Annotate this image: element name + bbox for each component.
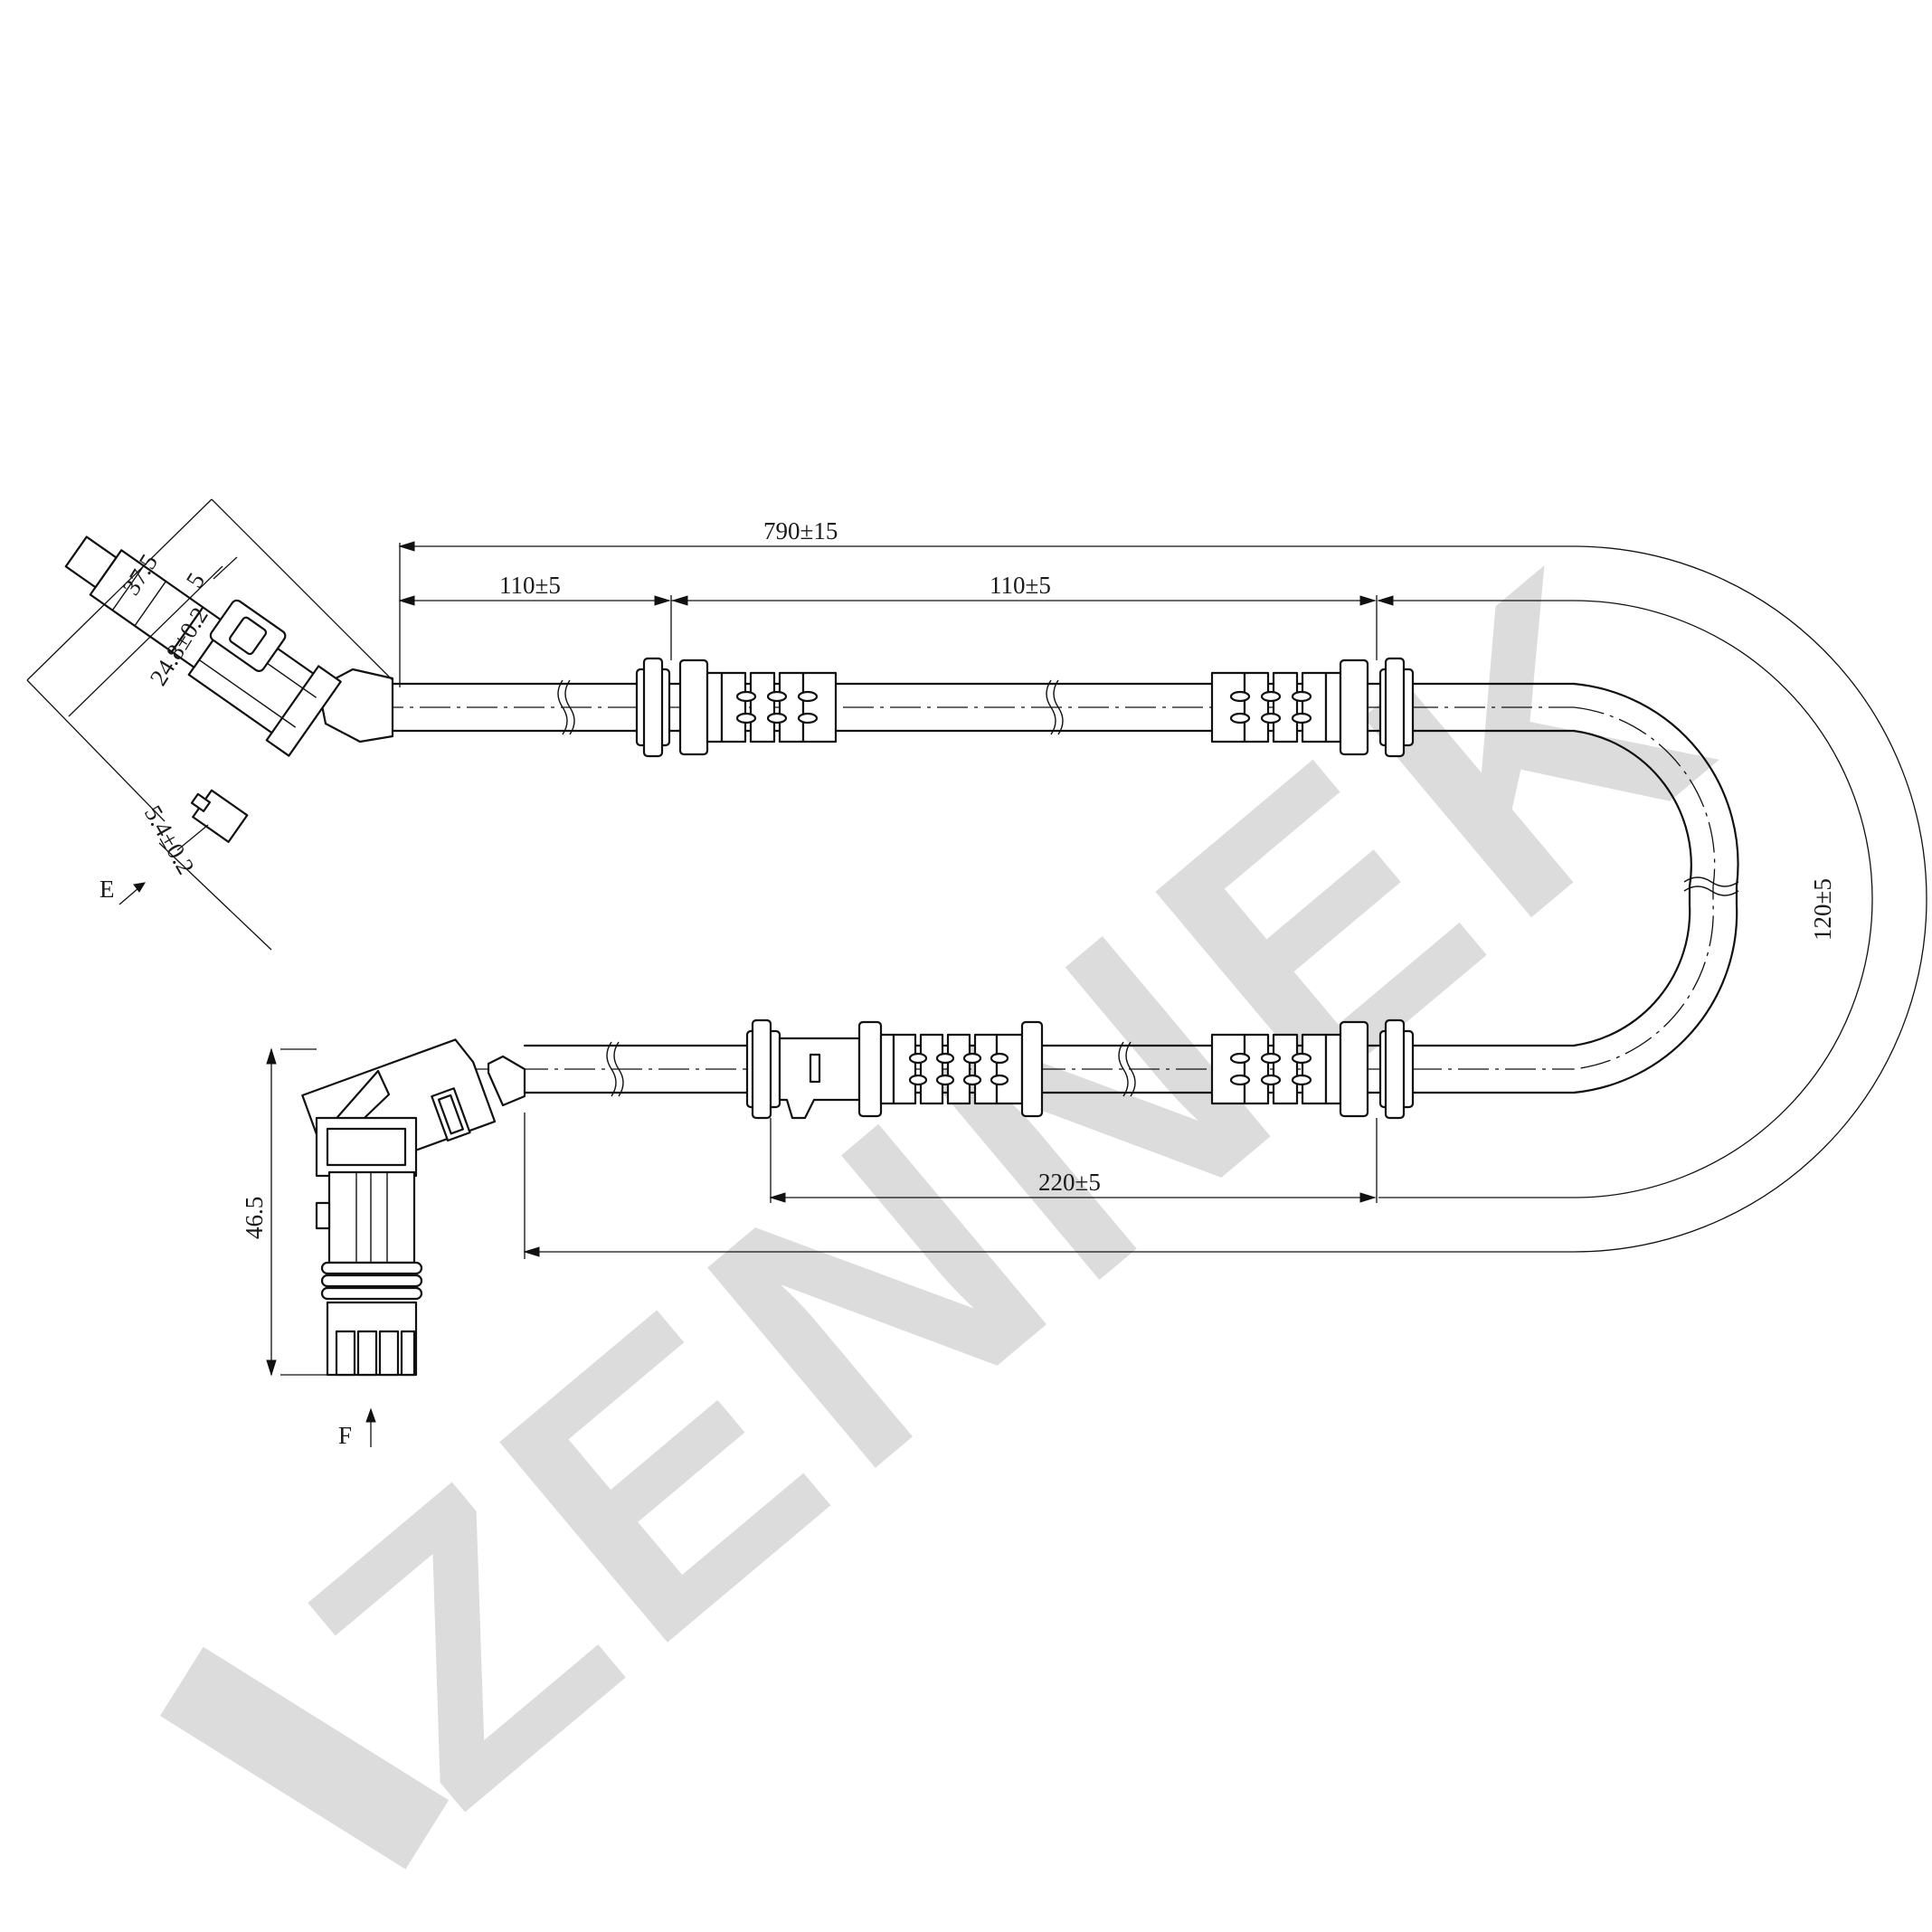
cable-clip-lower-2 <box>1210 1018 1415 1120</box>
dimension-lines <box>398 541 1927 1259</box>
connector <box>266 1038 526 1377</box>
dim-overall-length: 790±15 <box>763 517 838 545</box>
view-f-arrow <box>365 1407 376 1447</box>
view-e-arrow <box>118 882 146 905</box>
cable-upper <box>326 679 1576 735</box>
cable-clip-lower-1 <box>745 1018 1044 1120</box>
cable-clip-upper-2 <box>1210 657 1415 758</box>
view-label-e: E <box>99 876 115 903</box>
view-label-f: F <box>338 1422 352 1449</box>
cable-loop <box>1572 682 1739 1094</box>
dim-sensor-tab: 5 <box>181 568 211 592</box>
dim-loop: 120±5 <box>1809 878 1836 941</box>
dim-lower-segment: 220±5 <box>1038 1169 1101 1196</box>
sensor-dimensions <box>26 498 393 951</box>
dim-segment-2: 110±5 <box>990 572 1051 599</box>
dim-segment-1: 110±5 <box>499 572 561 599</box>
watermark-text: ZENNEK <box>236 483 1788 1881</box>
cable-clip-upper-1 <box>635 657 838 758</box>
dim-connector-height: 46.5 <box>241 1197 268 1239</box>
sensor-head <box>64 535 394 843</box>
